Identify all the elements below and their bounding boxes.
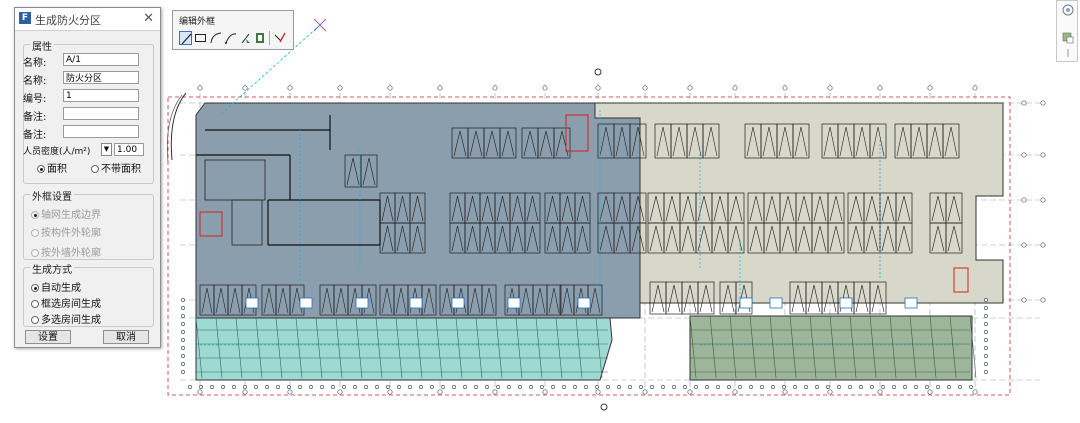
- fire-zone-teal[interactable]: [195, 317, 613, 381]
- field-label: 名称:: [23, 76, 47, 87]
- field-row-3: 编号:: [23, 89, 149, 105]
- outer-option-radio-3[interactable]: 按外墙外轮廓: [31, 244, 101, 259]
- generate-fire-zone-dialog: F 生成防火分区 ✕ 属性 名称: 名称: 编号: 备注: 备注: 人员密度(人…: [14, 7, 161, 348]
- outer-option-label: 轴网生成边界: [41, 210, 101, 221]
- field-label: 名称:: [23, 58, 47, 69]
- dialog-titlebar[interactable]: F 生成防火分区 ✕: [15, 8, 160, 31]
- field-row-5: 备注:: [23, 125, 149, 141]
- stair-core: [199, 114, 969, 293]
- arc-3pt-icon[interactable]: [224, 31, 237, 45]
- radio-dot: [37, 165, 45, 173]
- mode-area-label: 面积: [47, 164, 67, 175]
- zone-name-field[interactable]: [63, 71, 139, 84]
- remark-field[interactable]: [63, 107, 139, 120]
- field-label: 备注:: [23, 130, 47, 141]
- outer-option-label: 按外墙外轮廓: [41, 248, 101, 259]
- outer-frame-group-label: 外框设置: [30, 188, 74, 203]
- mode-no-area-radio[interactable]: 不带面积: [91, 160, 141, 175]
- fire-zone-olive[interactable]: [689, 315, 973, 381]
- outer-option-radio-2[interactable]: 按构件外轮廓: [31, 224, 101, 239]
- grid-marker-bottom: [600, 403, 608, 411]
- arc-icon[interactable]: [209, 31, 222, 45]
- parking-stalls: [195, 110, 977, 379]
- radio-dot: [31, 300, 39, 308]
- number-field[interactable]: [63, 89, 139, 102]
- outer-option-radio-1[interactable]: 轴网生成边界: [31, 206, 101, 221]
- generate-auto-radio[interactable]: 自动生成: [31, 279, 81, 294]
- toolbar-separator: [269, 31, 270, 45]
- dialog-title: 生成防火分区: [35, 14, 101, 27]
- fire-zone-beige[interactable]: [594, 102, 1004, 304]
- curved-ramp: [170, 92, 187, 161]
- zoom-icon[interactable]: [1062, 32, 1074, 44]
- radio-dot: [31, 284, 39, 292]
- people-density-row: 人员密度(人/m²) ▼: [23, 143, 149, 157]
- app-icon: F: [19, 12, 31, 24]
- generate-option-label: 框选房间生成: [41, 299, 101, 310]
- mode-no-area-label: 不带面积: [101, 164, 141, 175]
- outer-option-label: 按构件外轮廓: [41, 228, 101, 239]
- edit-boundary-toolbar: 编辑外框: [172, 10, 294, 50]
- people-density-label: 人员密度(人/m²): [23, 147, 91, 157]
- pick-wall-icon[interactable]: [254, 31, 267, 45]
- field-row-1: 名称:: [23, 53, 149, 69]
- field-row-4: 备注:: [23, 107, 149, 123]
- zone-boundary-dashed: [167, 96, 1011, 396]
- axis-bubbles: [181, 85, 1046, 395]
- radio-dot: [31, 316, 39, 324]
- radio-dot: [91, 165, 99, 173]
- field-row-2: 名称:: [23, 71, 149, 87]
- generate-mode-group: 生成方式: [23, 261, 154, 327]
- generate-mode-group-label: 生成方式: [30, 261, 74, 276]
- rectangle-icon[interactable]: [194, 31, 207, 45]
- properties-group-label: 属性: [30, 38, 54, 53]
- radio-dot: [31, 211, 39, 219]
- pick-line-icon[interactable]: [239, 31, 252, 45]
- field-label: 编号:: [23, 94, 47, 105]
- generate-multi-radio[interactable]: 多选房间生成: [31, 311, 101, 326]
- people-density-field[interactable]: [114, 143, 144, 156]
- trim-icon[interactable]: [273, 31, 286, 45]
- properties-group: 属性: [23, 38, 154, 184]
- close-icon[interactable]: ✕: [143, 11, 154, 26]
- toolbar-title: 编辑外框: [179, 17, 216, 27]
- navigation-bar: [1056, 0, 1078, 62]
- ok-button[interactable]: 设置: [25, 330, 71, 344]
- grid-marker-top: [594, 68, 602, 76]
- name-field[interactable]: [63, 53, 139, 66]
- radio-dot: [31, 229, 39, 237]
- outer-frame-group: 外框设置: [23, 188, 154, 260]
- line-icon[interactable]: [179, 31, 192, 45]
- people-density-dropdown[interactable]: ▼: [101, 143, 112, 156]
- remark2-field[interactable]: [63, 125, 139, 138]
- generate-option-label: 自动生成: [41, 283, 81, 294]
- mode-area-radio[interactable]: 面积: [37, 160, 67, 175]
- navigation-wheel-icon[interactable]: [1062, 4, 1074, 16]
- rubber-band-line: [221, 24, 321, 114]
- generate-option-label: 多选房间生成: [41, 315, 101, 326]
- radio-dot: [31, 249, 39, 257]
- fire-zone-blue[interactable]: [195, 102, 641, 319]
- generate-box-radio[interactable]: 框选房间生成: [31, 295, 101, 310]
- cancel-button[interactable]: 取消: [103, 330, 149, 344]
- field-label: 备注:: [23, 112, 47, 123]
